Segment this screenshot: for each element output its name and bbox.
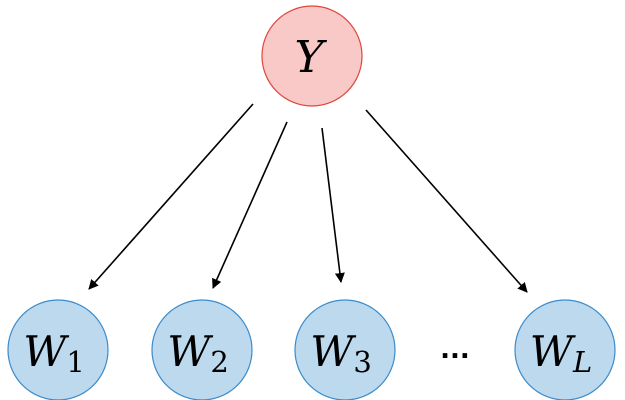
node-w1-main: W bbox=[23, 327, 70, 376]
node-w3: W3 bbox=[294, 299, 396, 400]
node-w3-main: W bbox=[310, 327, 357, 376]
node-w2-circle bbox=[151, 299, 253, 400]
edge-y-to-wl bbox=[365, 109, 528, 293]
node-w2-subscript: 2 bbox=[210, 345, 228, 379]
node-w1: W1 bbox=[7, 299, 109, 400]
node-y-circle bbox=[261, 5, 363, 107]
node-y-label: Y bbox=[294, 32, 327, 83]
node-y: Y bbox=[261, 5, 363, 107]
edge-y-to-w1 bbox=[88, 103, 254, 290]
node-w1-circle bbox=[7, 299, 109, 400]
node-wl-label: WL bbox=[530, 327, 592, 379]
edge-y-to-w2 bbox=[212, 121, 288, 289]
node-wl-circle bbox=[514, 299, 616, 400]
node-w2: W2 bbox=[151, 299, 253, 400]
edges bbox=[88, 103, 528, 293]
node-wl-subscript: L bbox=[572, 345, 592, 379]
node-w1-label: W1 bbox=[23, 327, 85, 379]
node-w3-subscript: 3 bbox=[353, 345, 371, 379]
node-w2-main: W bbox=[167, 327, 214, 376]
edge-y-to-w3 bbox=[321, 127, 345, 283]
node-wl: WL bbox=[514, 299, 616, 400]
node-w1-subscript: 1 bbox=[66, 345, 84, 379]
node-w3-label: W3 bbox=[310, 327, 372, 379]
node-wl-main: W bbox=[530, 327, 577, 376]
ellipsis: ... bbox=[440, 335, 470, 365]
node-w2-label: W2 bbox=[167, 327, 229, 379]
node-w3-circle bbox=[294, 299, 396, 400]
